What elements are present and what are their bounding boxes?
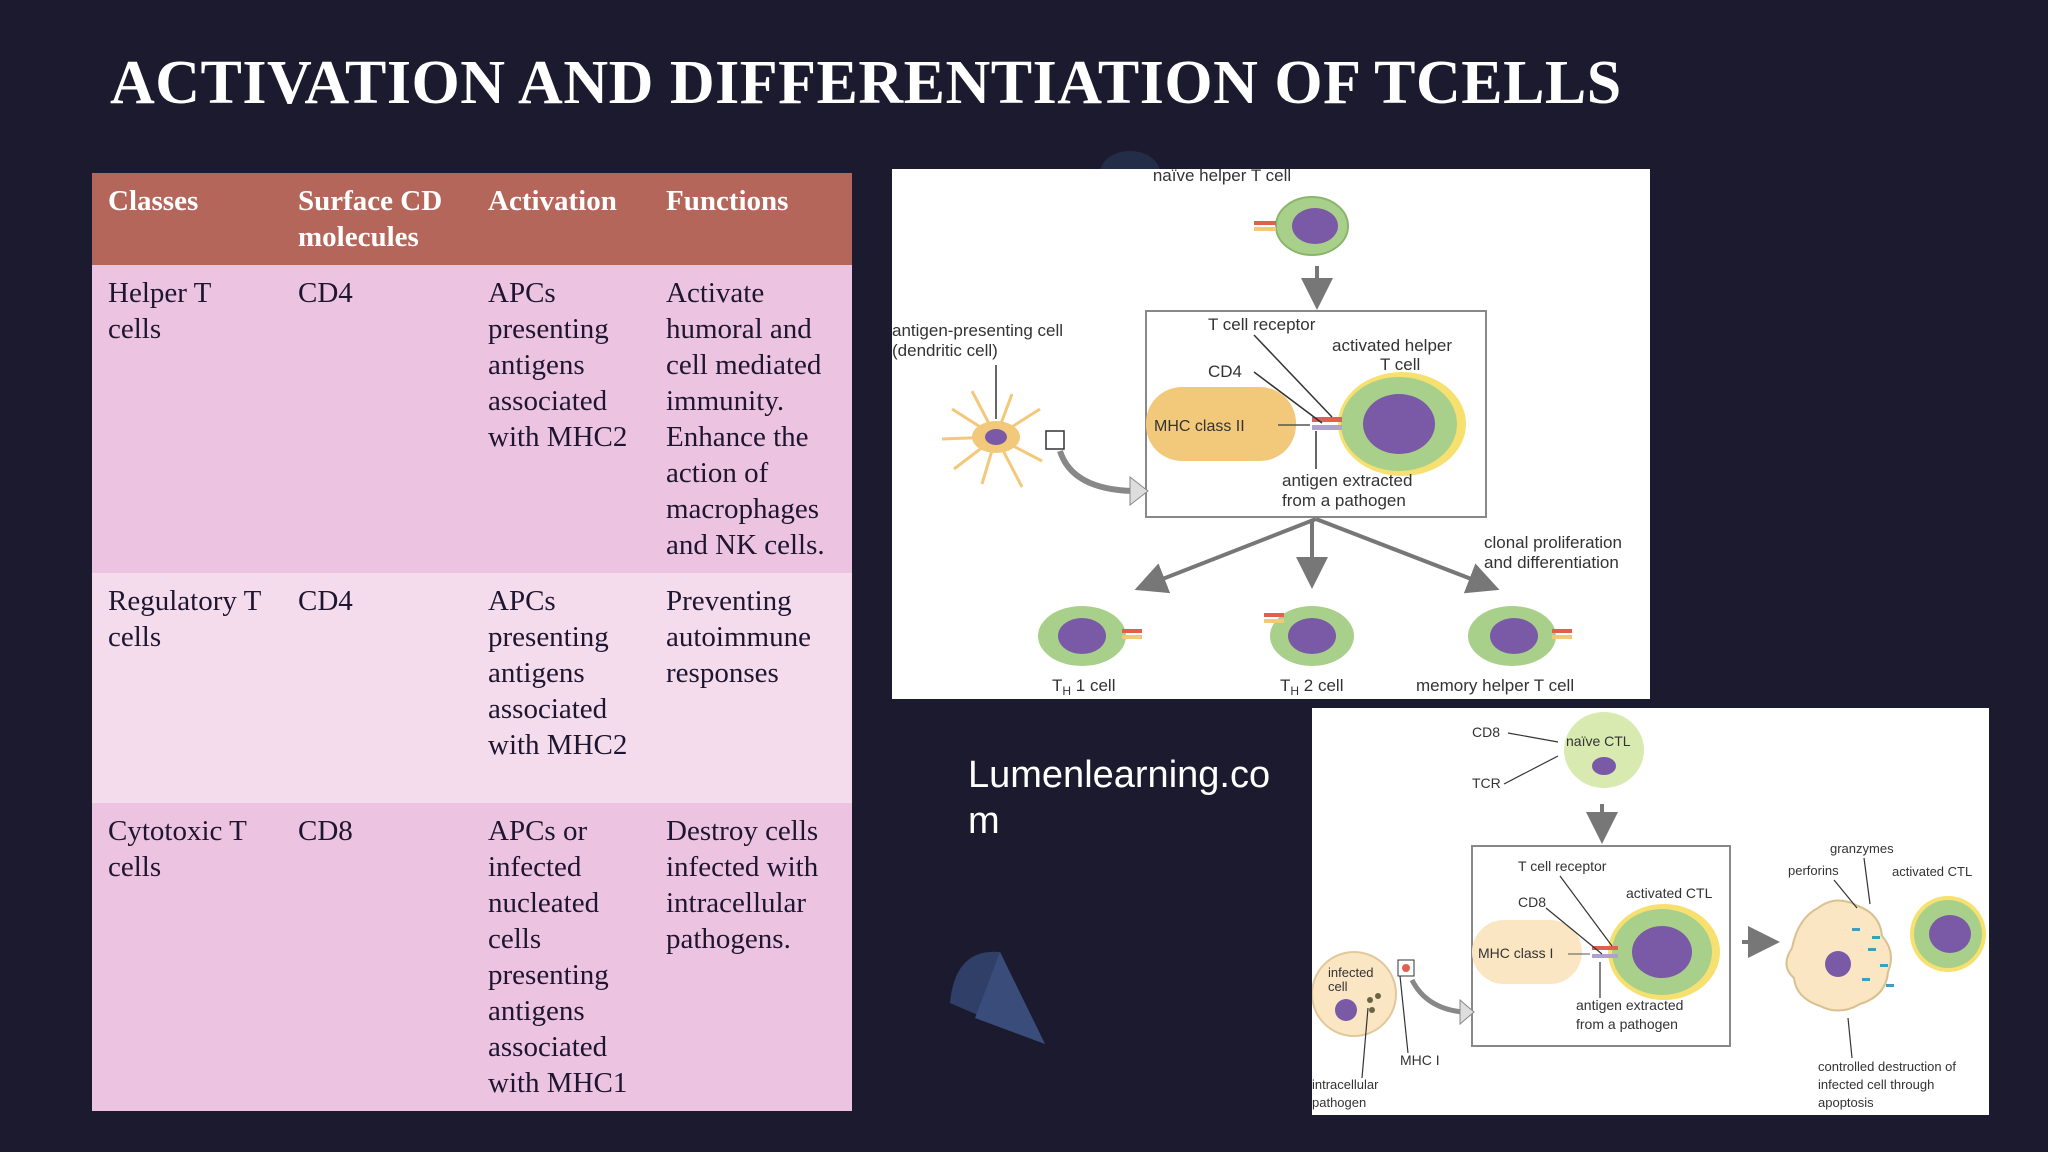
label-cd8-top: CD8 bbox=[1472, 724, 1500, 740]
cell-function: Activate humoral and cell mediated immun… bbox=[650, 265, 852, 573]
label-t-cell-receptor: T cell receptor bbox=[1208, 315, 1316, 334]
label-cd8-box: CD8 bbox=[1518, 894, 1546, 910]
naive-ctl-cell bbox=[1564, 712, 1644, 788]
label-th1-cell: TH 1 cell bbox=[1052, 676, 1115, 698]
infected-cell bbox=[1312, 951, 1397, 1037]
zoom-arrow bbox=[1057, 449, 1133, 494]
label-destruction-3: apoptosis bbox=[1818, 1095, 1874, 1110]
label-activated-ctl-right: activated CTL bbox=[1892, 864, 1972, 879]
helper-t-cell-diagram: naïve helper T cell MHC class II T cell … bbox=[892, 169, 1650, 699]
cell-cd: CD8 bbox=[282, 803, 472, 1111]
label-mhc-class-i: MHC class I bbox=[1478, 945, 1553, 961]
table-row: Regulatory T cells CD4 APCs presenting a… bbox=[92, 573, 852, 803]
label-antigen-1: antigen extracted bbox=[1282, 471, 1412, 490]
header-surface-cd: Surface CD molecules bbox=[282, 173, 472, 265]
label-clonal-1: clonal proliferation bbox=[1484, 533, 1622, 552]
cell-class: Cytotoxic T cells bbox=[92, 803, 282, 1111]
label-antigen-2: from a pathogen bbox=[1282, 491, 1406, 510]
label-mhc-class-ii: MHC class II bbox=[1154, 418, 1245, 435]
th2-cell bbox=[1264, 606, 1354, 666]
label-tcr-top: TCR bbox=[1472, 775, 1501, 791]
source-credit: Lumenlearning.co m bbox=[968, 754, 1271, 842]
label-activated-helper-2: T cell bbox=[1380, 355, 1420, 374]
label-th2-cell: TH 2 cell bbox=[1280, 676, 1343, 698]
decorative-cone bbox=[950, 951, 1045, 1044]
label-intracellular-2: pathogen bbox=[1312, 1095, 1366, 1110]
naive-helper-cell bbox=[1254, 196, 1349, 256]
slide-title: ACTIVATION AND DIFFERENTIATION OF TCELLS bbox=[110, 49, 1622, 117]
label-memory-helper: memory helper T cell bbox=[1416, 676, 1574, 695]
cell-function: Destroy cells infected with intracellula… bbox=[650, 803, 852, 1111]
label-activated-ctl-box: activated CTL bbox=[1626, 885, 1713, 901]
table-header-row: Classes Surface CD molecules Activation … bbox=[92, 173, 852, 265]
tcell-classes-table: Classes Surface CD molecules Activation … bbox=[92, 173, 852, 1111]
header-functions: Functions bbox=[650, 173, 852, 265]
label-ctl-antigen-2: from a pathogen bbox=[1576, 1016, 1678, 1032]
label-cd4: CD4 bbox=[1208, 362, 1242, 381]
label-tcr-box: T cell receptor bbox=[1518, 858, 1607, 874]
dendritic-cell-nucleus bbox=[985, 429, 1007, 445]
label-infected-1: infected bbox=[1328, 965, 1374, 980]
label-naive-ctl: naïve CTL bbox=[1566, 733, 1631, 749]
cell-class: Helper T cells bbox=[92, 265, 282, 573]
activated-helper-cell bbox=[1312, 372, 1466, 476]
cell-activation: APCs or infected nucleated cells present… bbox=[472, 803, 650, 1111]
label-destruction-2: infected cell through bbox=[1818, 1077, 1934, 1092]
label-clonal-2: and differentiation bbox=[1484, 553, 1619, 572]
label-mhc-i: MHC I bbox=[1400, 1052, 1440, 1068]
cell-activation: APCs presenting antigens associated with… bbox=[472, 573, 650, 803]
cell-class: Regulatory T cells bbox=[92, 573, 282, 803]
th1-cell bbox=[1038, 606, 1142, 666]
activated-ctl-cell bbox=[1592, 904, 1720, 1000]
cytotoxic-t-cell-diagram: naïve CTL CD8 TCR MHC class I T cell rec… bbox=[1312, 708, 1989, 1115]
label-ctl-antigen-1: antigen extracted bbox=[1576, 997, 1683, 1013]
label-granzymes: granzymes bbox=[1830, 841, 1894, 856]
label-perforins: perforins bbox=[1788, 863, 1839, 878]
header-activation: Activation bbox=[472, 173, 650, 265]
table-row: Helper T cells CD4 APCs presenting antig… bbox=[92, 265, 852, 573]
label-naive-helper: naïve helper T cell bbox=[1153, 169, 1291, 185]
table-row: Cytotoxic T cells CD8 APCs or infected n… bbox=[92, 803, 852, 1111]
cell-function: Preventing autoimmune responses bbox=[650, 573, 852, 803]
header-classes: Classes bbox=[92, 173, 282, 265]
cell-activation: APCs presenting antigens associated with… bbox=[472, 265, 650, 573]
cell-cd: CD4 bbox=[282, 265, 472, 573]
label-infected-2: cell bbox=[1328, 979, 1348, 994]
attacking-ctl-cell bbox=[1910, 896, 1986, 972]
apoptotic-cell bbox=[1785, 899, 1894, 1012]
label-apc-sub: (dendritic cell) bbox=[892, 341, 998, 360]
dendritic-cell bbox=[941, 390, 1043, 488]
label-apc: antigen-presenting cell bbox=[892, 321, 1063, 340]
cell-cd: CD4 bbox=[282, 573, 472, 803]
label-intracellular-1: intracellular bbox=[1312, 1077, 1379, 1092]
ctl-zoom-arrow bbox=[1409, 978, 1463, 1015]
label-destruction-1: controlled destruction of bbox=[1818, 1059, 1956, 1074]
label-activated-helper-1: activated helper bbox=[1332, 336, 1452, 355]
memory-helper-cell bbox=[1468, 606, 1572, 666]
